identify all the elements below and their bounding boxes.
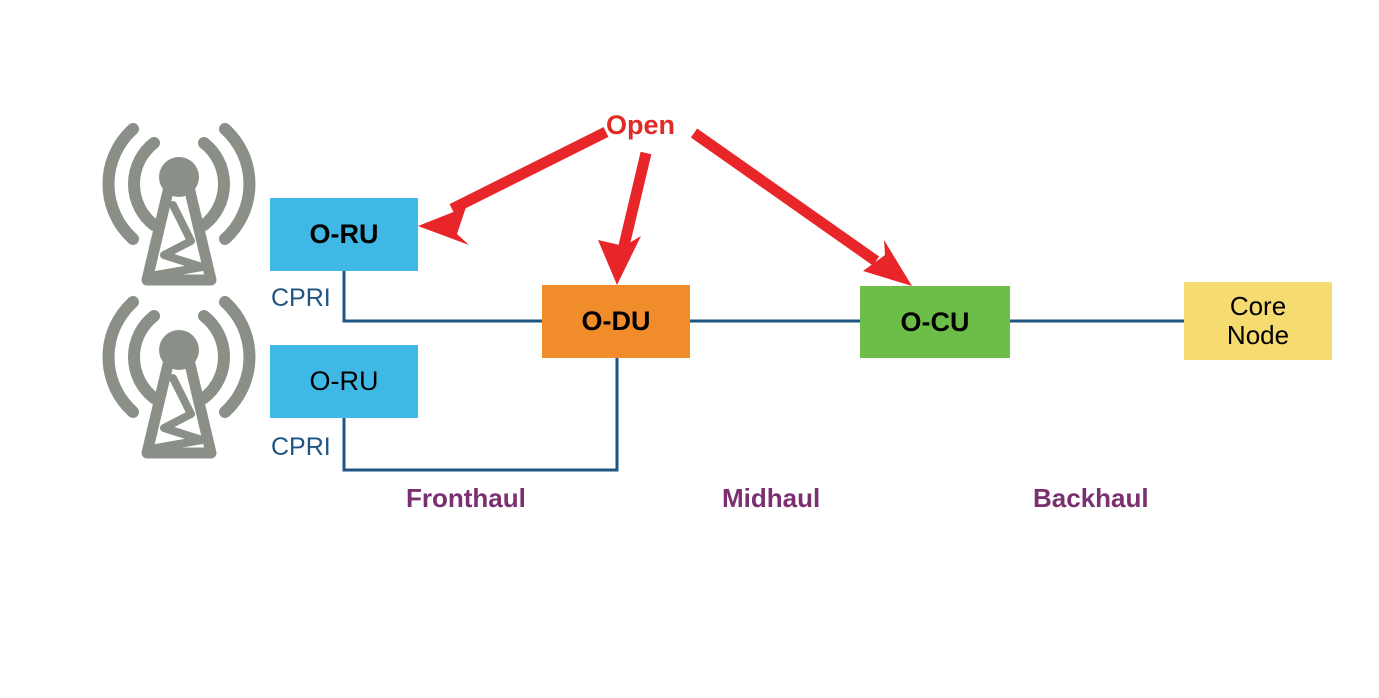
- link-oru-bottom-to-odu: [342, 358, 619, 472]
- open-arrow-to-ocu: [690, 128, 912, 286]
- link-oru-top-to-odu: [342, 271, 542, 323]
- cpri-label-bottom: CPRI: [271, 433, 331, 461]
- open-arrow-to-oru: [418, 127, 609, 245]
- node-oru-bottom[interactable]: O-RU: [270, 345, 418, 418]
- segment-label-midhaul: Midhaul: [722, 483, 821, 513]
- node-core[interactable]: Core Node: [1184, 282, 1332, 360]
- node-oru-top-label: O-RU: [309, 219, 379, 250]
- node-oru-bottom-label: O-RU: [309, 366, 379, 397]
- segment-label-fronthaul: Fronthaul: [406, 483, 526, 513]
- open-arrow-to-odu: [598, 151, 652, 285]
- cpri-label-top: CPRI: [271, 284, 331, 312]
- node-oru-top[interactable]: O-RU: [270, 198, 418, 271]
- cell-tower-icon: [109, 129, 250, 280]
- node-odu-label: O-DU: [581, 306, 651, 337]
- node-core-label: Core Node: [1226, 290, 1290, 350]
- node-odu[interactable]: O-DU: [542, 285, 690, 358]
- node-ocu[interactable]: O-CU: [860, 286, 1010, 358]
- open-annotation-label: Open: [606, 110, 676, 140]
- cell-tower-icon: [109, 302, 250, 453]
- segment-label-backhaul: Backhaul: [1033, 483, 1149, 513]
- node-ocu-label: O-CU: [900, 306, 970, 337]
